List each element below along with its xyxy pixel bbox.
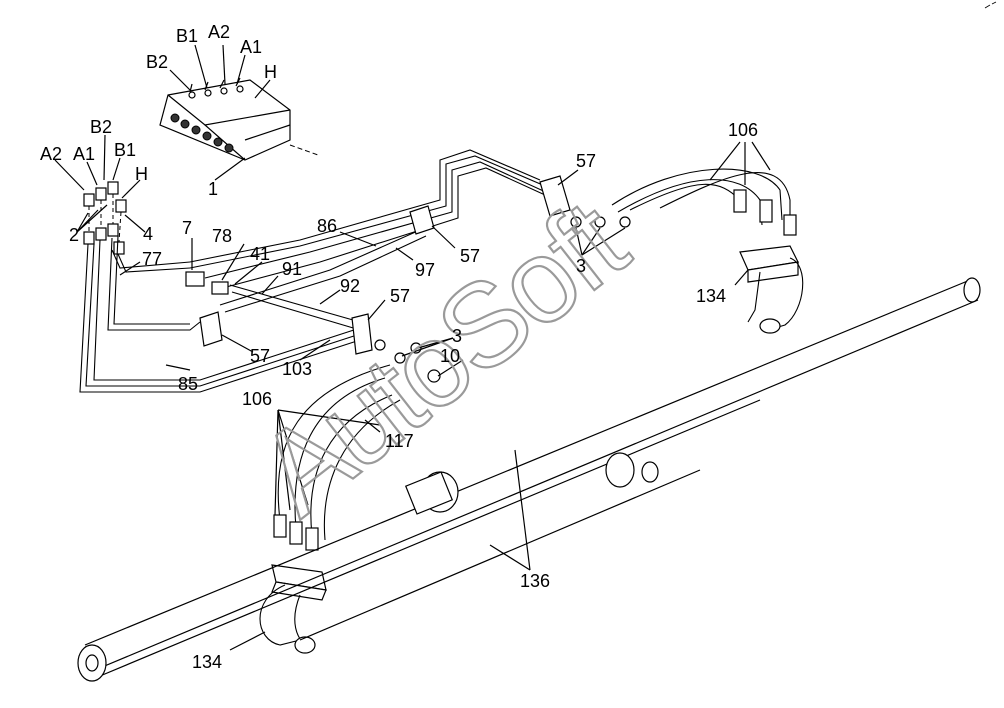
- flexible-hoses-lower: [273, 364, 401, 551]
- callout-a2-top: A2: [208, 22, 230, 42]
- callout-77: 77: [142, 249, 162, 269]
- callout-a1-top: A1: [240, 37, 262, 57]
- callout-b2-left: B2: [90, 117, 112, 137]
- callout-57-a: 57: [576, 151, 596, 171]
- callout-3-upper: 3: [576, 256, 586, 276]
- callout-1: 1: [208, 179, 218, 199]
- callout-7: 7: [182, 218, 192, 238]
- callout-h-top: H: [264, 62, 277, 82]
- callout-134-upper: 134: [696, 286, 726, 306]
- callout-136: 136: [520, 571, 550, 591]
- leader-lines: [54, 44, 771, 651]
- callout-117: 117: [385, 431, 414, 451]
- callout-labels: B1 A2 A1 B2 H 1 A2 A1 B2 B1 H 2 4 7 78 4…: [40, 22, 758, 672]
- callout-4: 4: [143, 224, 153, 244]
- callout-2: 2: [69, 225, 79, 245]
- elbow-fittings: [374, 216, 631, 383]
- port-fittings-left: [83, 181, 127, 255]
- callout-85: 85: [178, 374, 198, 394]
- callout-97: 97: [415, 260, 435, 280]
- callout-86: 86: [317, 216, 337, 236]
- callout-57-d: 57: [250, 346, 270, 366]
- callout-91: 91: [282, 259, 302, 279]
- callout-57-b: 57: [460, 246, 480, 266]
- callout-b1-top: B1: [176, 26, 198, 46]
- callout-57-c: 57: [390, 286, 410, 306]
- callout-106-lower: 106: [242, 389, 272, 409]
- callout-78: 78: [212, 226, 232, 246]
- callout-b1-left: B1: [114, 140, 136, 160]
- hydraulic-cylinder-lower: [77, 399, 761, 682]
- callout-92: 92: [340, 276, 360, 296]
- callout-b2-top: B2: [146, 52, 168, 72]
- callout-3-lower: 3: [452, 326, 462, 346]
- manifold-block-upper: [739, 245, 804, 334]
- callout-134-lower: 134: [192, 652, 222, 672]
- control-valve-block: [159, 77, 319, 161]
- callout-h-left: H: [135, 164, 148, 184]
- callout-10: 10: [440, 346, 460, 366]
- callout-a1-left: A1: [73, 144, 95, 164]
- manifold-block-lower: [259, 564, 327, 654]
- rigid-tube-bundle: [79, 149, 557, 393]
- callout-106-upper: 106: [728, 120, 758, 140]
- callout-a2-left: A2: [40, 144, 62, 164]
- flexible-hoses-upper: [611, 168, 797, 236]
- hydraulic-cylinder-upper: [84, 277, 981, 671]
- callout-41: 41: [250, 244, 270, 264]
- callout-103: 103: [282, 359, 312, 379]
- corner-mark: [984, 1, 997, 9]
